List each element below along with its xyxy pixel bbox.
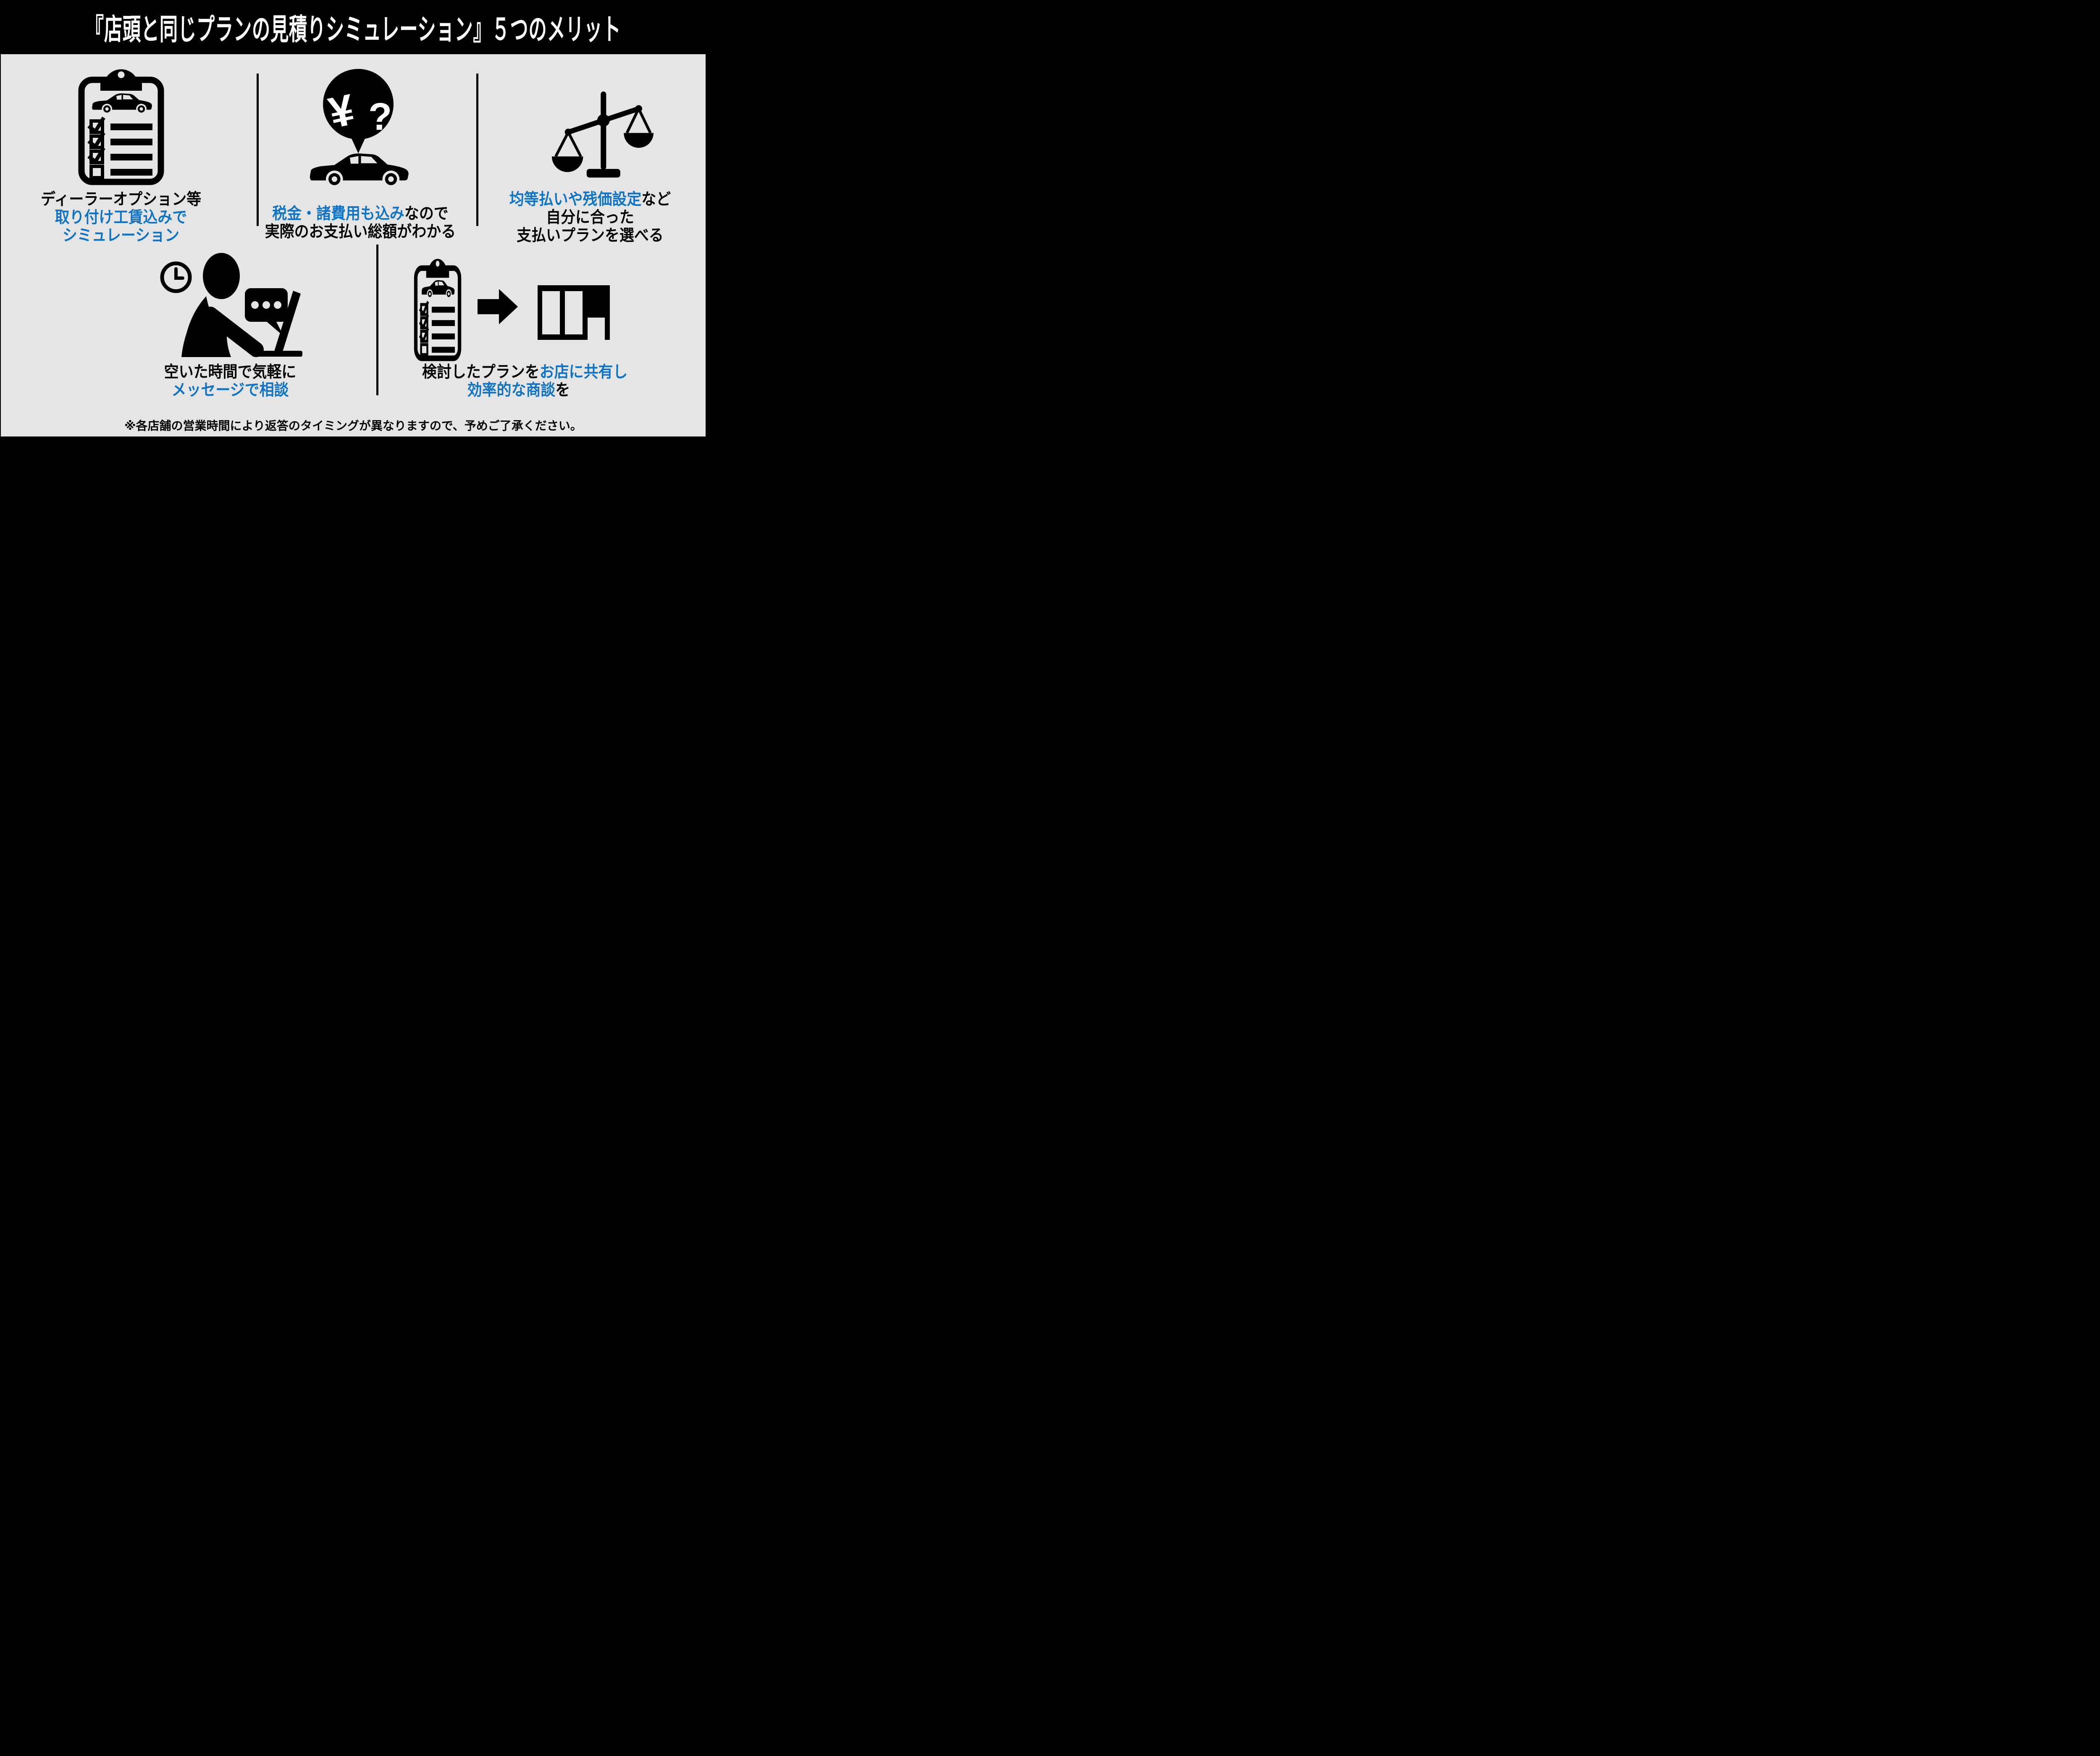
clipboard-checklist-car-icon-small [414,259,462,361]
text-segment: 支払いプランを選べる [517,226,664,244]
text-line: 自分に合った [494,209,687,227]
divider-vertical-top-left [257,74,259,226]
benefit-5-text: 検討したプランをお店に共有し 効率的な商談を [422,363,627,400]
page-title: 『店頭と同じプランの見積りシミュレーション』５つのメリット [85,13,621,46]
text-segment: シミュレーション [62,226,180,244]
text-segment: 実際のお支払い総額がわかる [265,223,456,241]
text-segment: を [555,381,570,399]
text-line: 空いた時間で気軽に [134,363,327,381]
price-question-bubble-car-icon: ¥ ? [310,69,409,188]
text-segment: など [641,191,671,208]
balance-scale-icon [551,91,654,178]
text-segment: 検討したプランを [422,363,540,381]
text-segment: 空いた時間で気軽に [164,363,297,381]
benefit-3-text: 均等払いや残価設定など 自分に合った 支払いプランを選べる [494,191,687,245]
text-line: 支払いプランを選べる [494,227,687,245]
text-line: シミュレーション [24,227,218,245]
benefit-2-text: 税金・諸費用も込みなので 実際のお支払い総額がわかる [264,205,457,241]
text-line: ディーラーオプション等 [24,191,218,209]
question-mark: ? [368,95,392,138]
text-segment: メッセージで相談 [171,381,289,399]
text-line: 検討したプランをお店に共有し [422,363,627,381]
text-segment: 自分に合った [546,208,634,226]
text-line: 取り付け工賃込みで [24,209,218,227]
text-line: 均等払いや残価設定など [494,191,687,209]
chat-bubble-icon [245,288,288,336]
clock-icon [160,261,192,293]
infographic-canvas: 『店頭と同じプランの見積りシミュレーション』５つのメリット [0,0,706,439]
arrow-right-icon [478,289,518,324]
text-line: 税金・諸費用も込みなので [264,205,457,223]
text-line: 実際のお支払い総額がわかる [264,223,457,241]
title-bar: 『店頭と同じプランの見積りシミュレーション』５つのメリット [0,0,706,54]
text-segment: 均等払いや残価設定 [509,191,642,208]
text-segment: 税金・諸費用も込み [272,205,404,223]
text-line: メッセージで相談 [134,381,327,400]
divider-vertical-top-right [476,74,478,226]
checklist-rows [87,116,152,179]
divider-vertical-bottom [376,244,378,395]
text-segment: なので [404,205,449,223]
clipboard-checklist-car-icon [78,69,164,185]
footer-disclaimer: ※各店舗の営業時間により返答のタイミングが異なりますので、予めご了承ください。 [124,419,582,432]
person-laptop-chat-clock-icon [160,253,302,357]
text-line: 効率的な商談を [422,381,615,400]
laptop-icon [252,291,302,357]
store-building-icon [538,285,610,340]
benefit-1-text: ディーラーオプション等 取り付け工賃込みで シミュレーション [24,191,218,245]
text-segment: 取り付け工賃込みで [55,208,187,226]
car-silhouette [92,93,152,114]
text-segment: ディーラーオプション等 [40,191,202,208]
car-silhouette [310,153,409,188]
benefit-4-text: 空いた時間で気軽に メッセージで相談 [134,363,327,400]
text-segment: お店に共有し [539,363,628,381]
text-segment: 効率的な商談 [467,381,556,399]
